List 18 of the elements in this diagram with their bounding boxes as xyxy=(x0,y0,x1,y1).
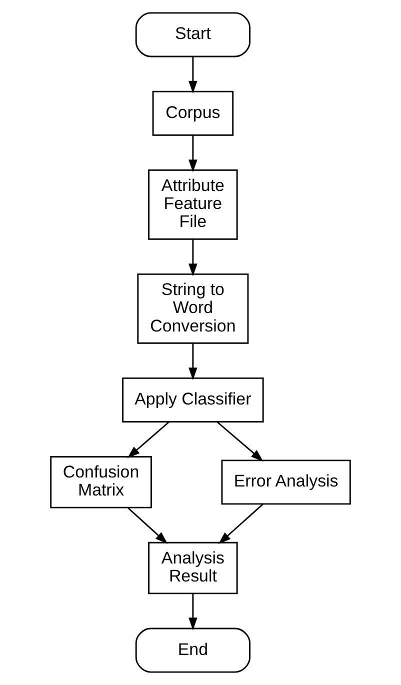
arrow xyxy=(127,422,170,458)
arrow xyxy=(128,507,168,544)
node-box: Error Analysis xyxy=(221,460,351,505)
node-box: Start xyxy=(135,12,250,58)
node-box: Corpus xyxy=(152,90,234,136)
node-box: Attribute Feature File xyxy=(148,169,238,240)
arrow xyxy=(188,239,198,276)
node-box: Analysis Result xyxy=(148,542,238,594)
arrow xyxy=(188,56,198,94)
node-box: Apply Classifier xyxy=(122,377,264,422)
arrow xyxy=(188,594,198,630)
arrow xyxy=(218,503,264,544)
arrow xyxy=(188,343,198,380)
arrow xyxy=(188,135,198,172)
arrow xyxy=(216,422,264,462)
node-box: End xyxy=(135,628,250,673)
node-box: String to Word Conversion xyxy=(137,273,249,344)
node-box: Confusion Matrix xyxy=(50,456,152,508)
